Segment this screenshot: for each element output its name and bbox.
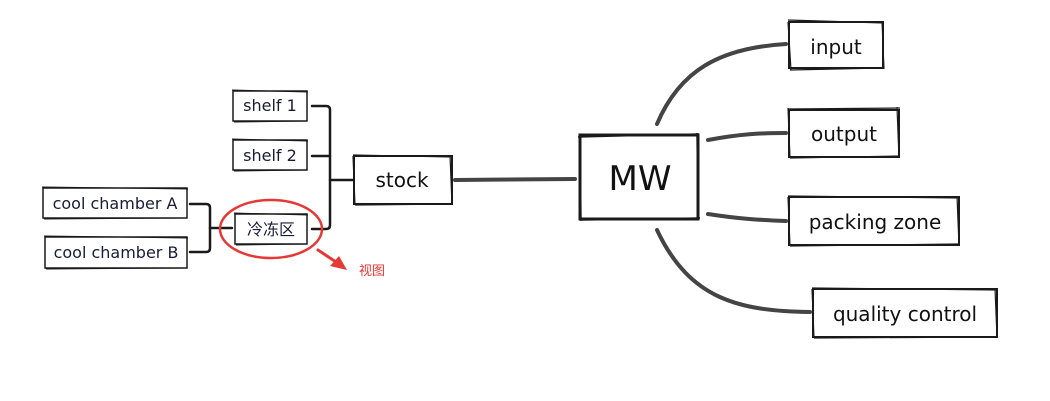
connector-output [706, 131, 788, 142]
node-quality-control[interactable]: quality control [811, 287, 999, 339]
node-freezer-zone-label: 冷冻区 [247, 220, 295, 239]
freezer-bracket [188, 202, 234, 254]
stock-bracket [310, 104, 355, 231]
node-shelf-2[interactable]: shelf 2 [231, 138, 309, 172]
bracket-spine-stock [310, 104, 332, 231]
node-output-label: output [811, 122, 877, 146]
connector-input [655, 42, 788, 126]
annotation: 视图 [218, 198, 385, 279]
node-packing-zone[interactable]: packing zone [787, 195, 961, 247]
node-freezer-zone[interactable]: 冷冻区 [233, 212, 309, 246]
node-output[interactable]: output [787, 106, 901, 159]
node-cool-chamber-a[interactable]: cool chamber A [41, 186, 189, 220]
node-input-label: input [810, 35, 862, 59]
node-packing-zone-label: packing zone [809, 210, 942, 234]
annotation-highlight-circle [218, 198, 324, 260]
node-stock[interactable]: stock [352, 154, 454, 206]
node-stock-label: stock [375, 168, 428, 192]
annotation-arrow-head [330, 256, 347, 270]
connector-packing-zone [706, 212, 788, 223]
connector-stock [453, 177, 577, 182]
annotation-label: 视图 [359, 264, 385, 279]
node-shelf-1[interactable]: shelf 1 [231, 89, 309, 123]
right-connectors [655, 42, 812, 314]
node-cool-chamber-b[interactable]: cool chamber B [43, 235, 189, 270]
node-quality-control-label: quality control [833, 302, 977, 326]
root-node-label: MW [609, 159, 672, 199]
bracket-spine-freezer [188, 202, 212, 254]
node-input[interactable]: input [787, 19, 885, 71]
annotation-arrow-line [316, 248, 338, 264]
node-cool-chamber-a-label: cool chamber A [53, 194, 178, 213]
root-node[interactable]: MW [577, 132, 701, 222]
node-shelf-2-label: shelf 2 [243, 146, 297, 165]
node-shelf-1-label: shelf 1 [243, 96, 297, 115]
node-cool-chamber-b-label: cool chamber B [54, 243, 179, 262]
connector-quality-control [655, 228, 812, 314]
